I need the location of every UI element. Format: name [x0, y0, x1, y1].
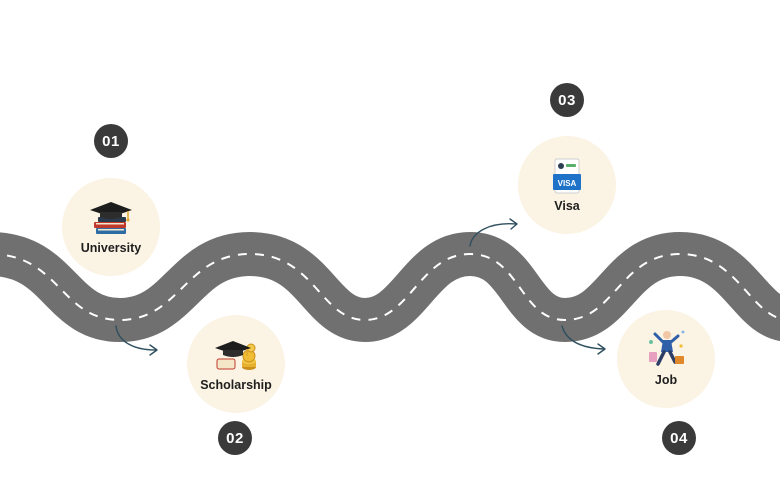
celebrating-person-icon — [642, 330, 690, 371]
svg-text:VISA: VISA — [558, 179, 577, 188]
step-number-badge: 04 — [662, 421, 696, 455]
milestone-label: Visa — [554, 199, 580, 213]
step-number-badge: 02 — [218, 421, 252, 455]
arrow-to-job — [561, 325, 605, 350]
visa-document-icon: VISA — [543, 157, 591, 197]
milestone-university: University — [62, 178, 160, 276]
road-center-dashes — [0, 252, 780, 322]
milestone-label: Scholarship — [200, 378, 272, 392]
milestone-label: Job — [654, 373, 678, 387]
graduation-cap-books-icon — [87, 199, 135, 239]
arrow-to-visa — [469, 223, 517, 247]
milestone-visa: VISA Visa — [518, 136, 616, 234]
milestone-scholarship: Scholarship — [187, 315, 285, 413]
step-number-badge: 01 — [94, 124, 128, 158]
milestone-job: Job — [617, 310, 715, 408]
step-number-badge: 03 — [550, 83, 584, 117]
milestone-label: University — [80, 241, 142, 255]
cap-coins-icon — [212, 336, 260, 376]
arrow-to-scholarship — [115, 325, 157, 351]
